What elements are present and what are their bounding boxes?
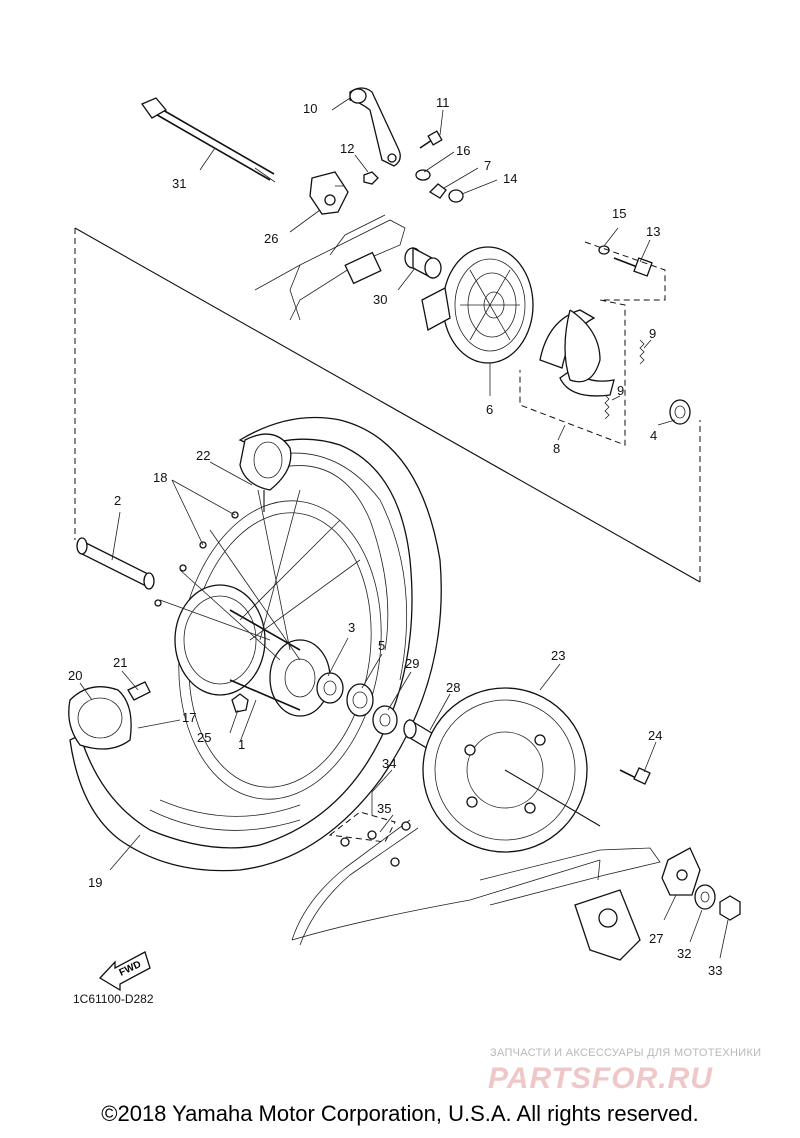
callout-9a: 9 xyxy=(649,326,656,341)
diagram-canvas: FWD 1C61100-D282 xyxy=(68,87,761,1095)
callouts: 1 2 3 4 5 6 7 8 9 9 10 11 12 13 14 15 16… xyxy=(68,95,722,978)
callout-26: 26 xyxy=(264,231,278,246)
callout-34: 34 xyxy=(382,756,396,771)
callout-16: 16 xyxy=(456,143,470,158)
callout-23: 23 xyxy=(551,648,565,663)
drive-chain xyxy=(291,811,601,946)
callout-32: 32 xyxy=(677,946,691,961)
callout-28: 28 xyxy=(446,680,460,695)
callout-24: 24 xyxy=(648,728,662,743)
callout-18: 18 xyxy=(153,470,167,485)
watermark: ЗАПЧАСТИ И АКСЕССУАРЫ ДЛЯ МОТОТЕХНИКИ PA… xyxy=(488,1047,761,1095)
callout-29: 29 xyxy=(405,656,419,671)
watermark-tagline: ЗАПЧАСТИ И АКСЕССУАРЫ ДЛЯ МОТОТЕХНИКИ xyxy=(490,1047,761,1059)
bolt-part-24 xyxy=(619,767,651,785)
callout-14: 14 xyxy=(503,171,517,186)
bearing-part-4 xyxy=(669,399,691,425)
frame-lines xyxy=(74,227,701,583)
callout-17: 17 xyxy=(182,710,196,725)
axle-part-31 xyxy=(141,97,276,183)
chain-adjuster-part-26 xyxy=(309,171,349,215)
callout-27: 27 xyxy=(649,931,663,946)
swingarm-lower xyxy=(479,847,661,961)
callout-19: 19 xyxy=(88,875,102,890)
callout-21: 21 xyxy=(113,655,127,670)
callout-22: 22 xyxy=(196,448,210,463)
callout-30: 30 xyxy=(373,292,387,307)
callout-35: 35 xyxy=(377,801,391,816)
callout-8: 8 xyxy=(553,441,560,456)
watermark-logo: PARTSFOR.RU xyxy=(488,1062,713,1095)
callout-4: 4 xyxy=(650,428,657,443)
callout-9b: 9 xyxy=(617,383,624,398)
brake-arm-part-10 xyxy=(349,87,401,167)
copyright-footer: ©2018 Yamaha Motor Corporation, U.S.A. A… xyxy=(101,1101,699,1126)
callout-25: 25 xyxy=(197,730,211,745)
callout-7: 7 xyxy=(484,158,491,173)
callout-2: 2 xyxy=(114,493,121,508)
callout-31: 31 xyxy=(172,176,186,191)
lower-adjuster-hardware xyxy=(661,847,741,921)
callout-33: 33 xyxy=(708,963,722,978)
callout-11: 11 xyxy=(436,95,450,110)
callout-5: 5 xyxy=(378,638,385,653)
callout-3: 3 xyxy=(348,620,355,635)
spacer-part-2 xyxy=(76,537,155,590)
camshaft-part-13 xyxy=(598,245,653,277)
callout-10: 10 xyxy=(303,101,317,116)
drawing-code: 1C61100-D282 xyxy=(73,992,154,1006)
brake-panel-part-6 xyxy=(421,246,534,364)
small-hardware xyxy=(363,130,464,203)
brake-shoe-kit-part-8 xyxy=(519,241,666,446)
callout-1: 1 xyxy=(238,737,245,752)
fwd-arrow-icon: FWD xyxy=(98,951,151,992)
callout-15: 15 xyxy=(612,206,626,221)
sprocket-part-23 xyxy=(422,687,601,853)
callout-20: 20 xyxy=(68,668,82,683)
callout-13: 13 xyxy=(646,224,660,239)
swingarm-upper xyxy=(254,214,406,321)
collar-part-30 xyxy=(404,246,442,280)
leader-lines xyxy=(79,97,729,959)
wheel-assembly xyxy=(68,416,442,872)
callout-6: 6 xyxy=(486,402,493,417)
callout-12: 12 xyxy=(340,141,354,156)
springs-part-9 xyxy=(604,339,645,420)
